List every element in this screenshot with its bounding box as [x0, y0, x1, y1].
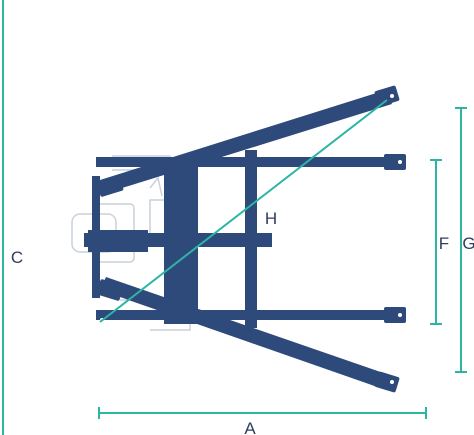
dimension-g-label: G [462, 234, 474, 253]
lever-outline [149, 176, 163, 197]
bottom-beam-pad [384, 307, 406, 323]
dimension-h-line [99, 99, 388, 323]
upper-arm-pad [374, 85, 400, 107]
engine-block [88, 230, 148, 252]
dimension-h-label: H [265, 209, 277, 228]
bolt [390, 94, 394, 98]
vertical-post [245, 150, 257, 328]
lower-arm-pad [374, 371, 400, 393]
bolt [398, 160, 402, 164]
dimension-c-label: C [11, 248, 23, 267]
center-column [164, 160, 198, 324]
frame [84, 85, 406, 393]
dimension-a-label: A [244, 419, 256, 435]
lower-arm-mount [96, 279, 124, 301]
lower-outrigger-arm [100, 277, 392, 390]
dimension-f-label: F [439, 234, 449, 253]
bolt [398, 313, 402, 317]
upper-arm-mount [96, 175, 124, 197]
top-beam-pad [384, 154, 406, 170]
upper-outrigger-arm [100, 90, 392, 193]
bolt [390, 380, 394, 384]
